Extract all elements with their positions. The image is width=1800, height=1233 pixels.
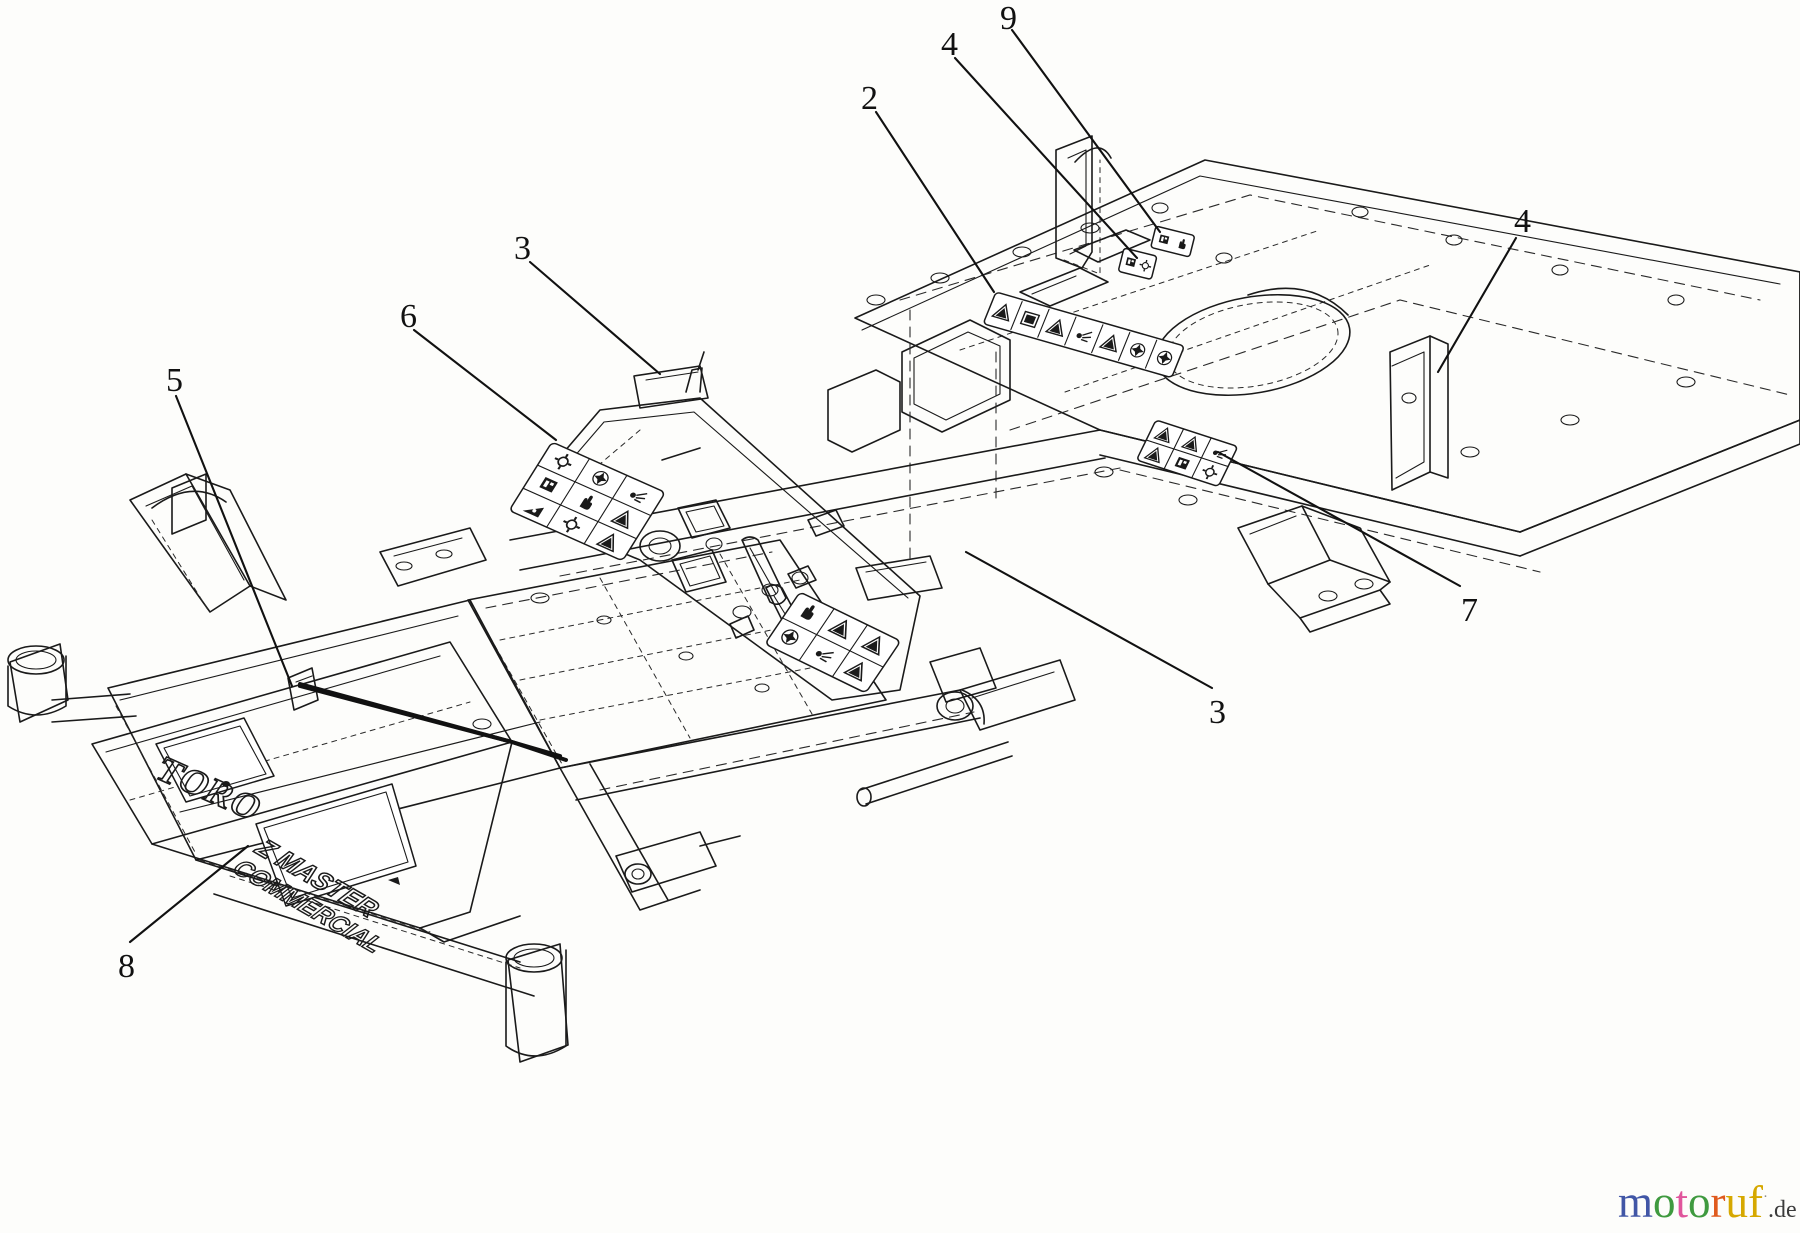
callout-7: 7	[1461, 592, 1478, 629]
watermark-letter: o	[1653, 1177, 1676, 1227]
decal-small-9	[1150, 225, 1195, 258]
watermark-suffix: .de	[1768, 1197, 1797, 1223]
decal-small-4	[1118, 247, 1158, 280]
watermark-letter: m	[1618, 1177, 1654, 1227]
watermark-dot: ·	[1763, 1189, 1769, 1205]
decal-control-panel-6	[510, 442, 665, 561]
leader-lines	[128, 28, 1518, 944]
watermark-letter: o	[1688, 1177, 1711, 1227]
callout-9: 9	[1000, 0, 1017, 37]
callout-4-top: 4	[941, 26, 958, 63]
callout-6: 6	[400, 298, 417, 335]
callout-5: 5	[166, 362, 183, 399]
decal-control-panel-3	[766, 592, 900, 693]
callout-3-upper: 3	[514, 230, 531, 267]
decal-warning-strip-2	[983, 292, 1184, 378]
callout-4-right: 4	[1514, 203, 1531, 240]
watermark-letter: u	[1725, 1177, 1749, 1227]
callout-8: 8	[118, 948, 135, 985]
decal-side-7	[1137, 420, 1238, 487]
watermark-letter: r	[1710, 1177, 1726, 1227]
mower-frame-outline	[7, 135, 1800, 1063]
callout-3-lower: 3	[1209, 694, 1226, 731]
motoruf-watermark: motoruf·.de	[1618, 1176, 1797, 1228]
watermark-letter: f	[1748, 1177, 1764, 1227]
callout-2: 2	[861, 80, 878, 117]
watermark-letter: t	[1675, 1177, 1689, 1227]
